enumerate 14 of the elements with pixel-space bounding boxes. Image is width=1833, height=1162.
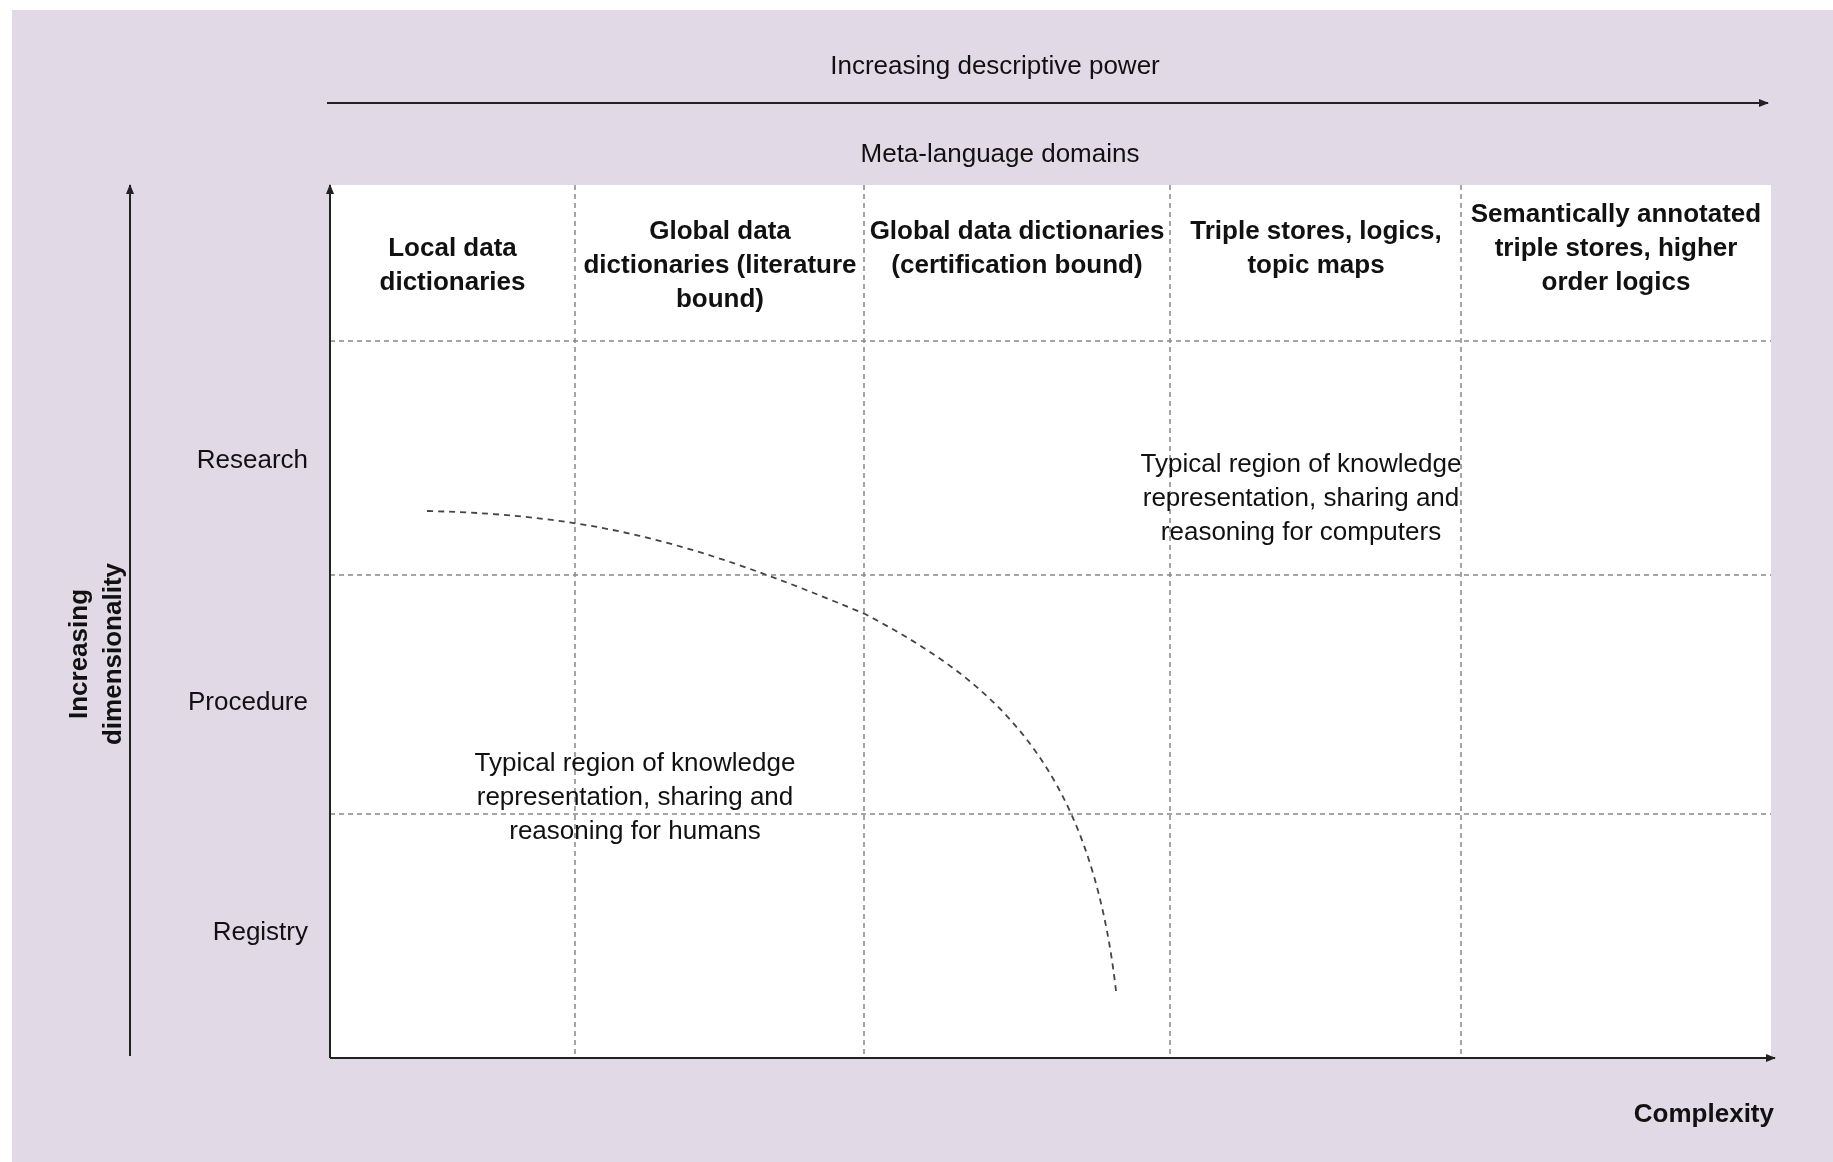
column-heading: Semantically annotated triple stores, higher order logics: [1469, 197, 1763, 298]
column-heading: Local data dictionaries: [378, 231, 527, 298]
row-label: Procedure: [187, 685, 308, 718]
column-heading: Global data dictionaries (certification bound): [868, 214, 1166, 281]
column-heading: Triple stores, logics, topic maps: [1189, 214, 1443, 281]
region-note: Typical region of knowledge representation, sharing and reasoning for humans: [473, 746, 797, 847]
axis-title: Increasing descriptive power: [829, 49, 1161, 82]
row-label: Research: [195, 443, 308, 476]
region-note: Typical region of knowledge representation, sharing and reasoning for computers: [1139, 447, 1463, 548]
axis-title: Increasing dimensionality: [62, 562, 128, 748]
heading: Meta-language domains: [859, 137, 1141, 170]
row-label: Registry: [211, 915, 308, 948]
column-heading: Global data dictionaries (literature bound): [582, 214, 858, 315]
axis-title: Complexity: [1632, 1097, 1774, 1130]
